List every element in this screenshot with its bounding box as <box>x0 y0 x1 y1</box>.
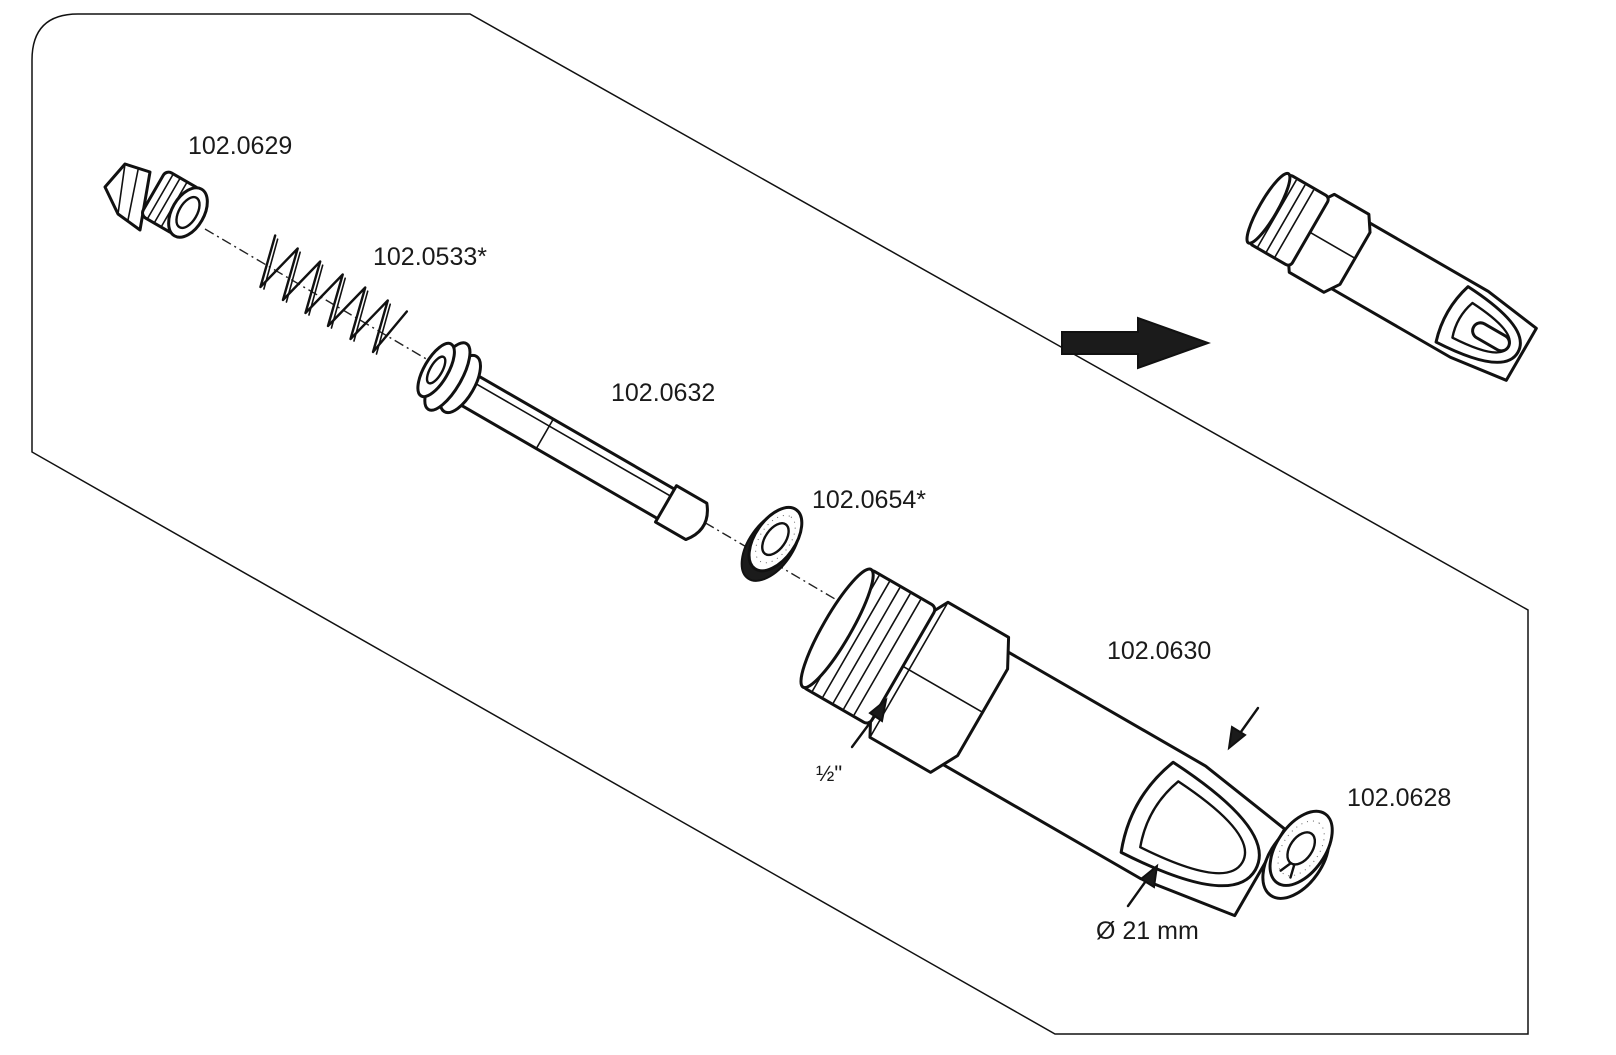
seal-part <box>740 505 804 582</box>
spring-label: 102.0533* <box>373 243 487 271</box>
washer-label: 102.0628 <box>1347 784 1451 812</box>
diameter-pointer-upper <box>1227 706 1260 751</box>
diameter-pointer-lower <box>1126 863 1159 908</box>
thread-dimension-pointer <box>850 697 888 749</box>
thread-size-label: ½" <box>816 761 842 786</box>
pin-part <box>416 341 709 542</box>
seal-label: 102.0654* <box>812 486 926 514</box>
body-part <box>799 567 1287 918</box>
spring-part <box>259 234 409 355</box>
assembly-arrow-icon <box>1061 316 1211 370</box>
tip-part <box>103 162 209 239</box>
diagram-frame <box>31 13 1529 1035</box>
assembled-view <box>1245 171 1538 382</box>
washer-part <box>1261 809 1334 900</box>
pin-label: 102.0632 <box>611 379 715 407</box>
diameter-label: Ø 21 mm <box>1096 917 1199 945</box>
tip-label: 102.0629 <box>188 132 292 160</box>
body-label: 102.0630 <box>1107 637 1211 665</box>
